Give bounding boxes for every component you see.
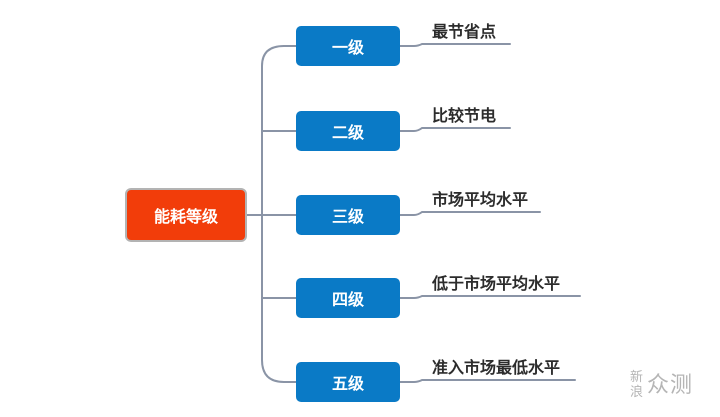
desc-connector-1 — [399, 43, 511, 47]
level-description-1: 最节省点 — [432, 22, 497, 41]
level-node-1: 一级 — [296, 26, 400, 66]
level-node-label: 三级 — [331, 207, 364, 226]
watermark-top-char: 新 — [630, 370, 644, 385]
watermark-bottom-char: 浪 — [630, 385, 644, 400]
desc-connector-5 — [399, 379, 576, 383]
watermark-logo: 新 浪 众测 — [630, 370, 693, 400]
desc-connector-2 — [399, 127, 511, 132]
desc-connector-4 — [399, 295, 581, 299]
root-node-label: 能耗等级 — [153, 207, 218, 226]
level-description-3: 市场平均水平 — [432, 190, 529, 209]
level-node-5: 五级 — [296, 362, 400, 402]
level-node-label: 五级 — [331, 374, 364, 393]
branch-spine — [261, 45, 285, 383]
level-node-label: 四级 — [331, 290, 364, 309]
watermark-stack: 新 浪 — [630, 370, 643, 400]
level-description-5: 准入市场最低水平 — [432, 358, 561, 377]
level-node-4: 四级 — [296, 278, 400, 318]
root-node: 能耗等级 — [125, 188, 247, 242]
level-node-label: 一级 — [331, 38, 364, 57]
level-node-2: 二级 — [296, 111, 400, 151]
level-description-2: 比较节电 — [432, 106, 497, 125]
watermark-main-text: 众测 — [647, 372, 694, 398]
level-description-4: 低于市场平均水平 — [432, 274, 561, 293]
level-node-label: 二级 — [331, 123, 364, 142]
desc-connector-3 — [399, 211, 541, 216]
level-node-3: 三级 — [296, 195, 400, 235]
